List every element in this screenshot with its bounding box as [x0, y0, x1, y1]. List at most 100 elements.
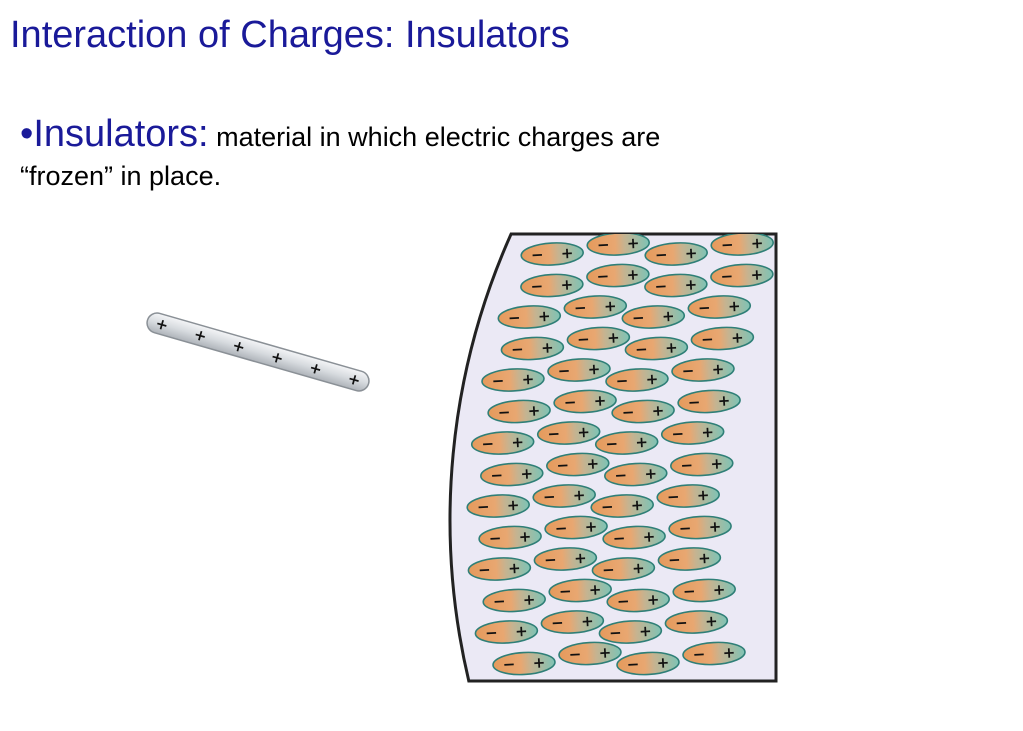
negative-charge-symbol: − [485, 623, 499, 642]
negative-charge-symbol: − [478, 560, 492, 579]
molecular-dipole-icon: −+ [500, 336, 565, 361]
positive-charge-symbol: + [696, 486, 710, 505]
positive-charge-symbol: + [581, 612, 595, 631]
molecular-dipole-icon: −+ [532, 484, 596, 508]
positive-charge-symbol: + [511, 433, 525, 452]
molecular-dipole-icon: −+ [690, 326, 755, 351]
positive-charge-symbol: + [731, 328, 745, 347]
positive-charge-symbol: + [626, 265, 640, 284]
molecular-dipole-icon: −+ [590, 494, 654, 518]
negative-charge-symbol: − [502, 655, 516, 674]
molecular-dipole-icon: −+ [710, 234, 774, 256]
negative-charge-symbol: − [530, 277, 544, 296]
negative-charge-symbol: − [602, 560, 616, 579]
negative-charge-symbol: − [481, 434, 495, 453]
positive-charge-symbol: + [572, 486, 586, 505]
positive-charge-symbol: + [642, 527, 656, 546]
negative-charge-symbol: − [616, 592, 630, 611]
negative-charge-symbol: − [632, 308, 646, 327]
negative-charge-symbol: − [596, 267, 610, 286]
negative-charge-symbol: − [720, 235, 734, 254]
positive-charge-symbol: + [639, 622, 653, 641]
rod-positive-charge: + [153, 314, 170, 335]
molecular-dipole-icon: −+ [544, 515, 608, 540]
positive-charge-symbol: + [593, 391, 607, 410]
negative-charge-symbol: − [682, 582, 696, 601]
bullet-definition-line2: “frozen” in place. [20, 160, 222, 191]
negative-charge-symbol: − [488, 529, 502, 548]
positive-charge-symbol: + [598, 643, 612, 662]
negative-charge-symbol: − [621, 403, 635, 422]
negative-charge-symbol: − [491, 371, 505, 390]
molecular-dipole-icon: −+ [553, 389, 617, 414]
positive-charge-symbol: + [712, 580, 726, 599]
positive-charge-symbol: + [521, 370, 535, 389]
positive-charge-symbol: + [607, 328, 621, 347]
rod-positive-charge: + [346, 369, 363, 390]
positive-charge-symbol: + [651, 401, 665, 420]
negative-charge-symbol: − [574, 298, 588, 317]
positive-charge-symbol: + [584, 517, 598, 536]
molecular-dipole-icon: −+ [672, 578, 736, 603]
molecular-dipole-icon: −+ [594, 431, 659, 455]
positive-charge-symbol: + [560, 244, 574, 263]
slide-title: Interaction of Charges: Insulators [10, 14, 570, 56]
negative-charge-symbol: − [687, 393, 701, 412]
molecular-dipole-icon: −+ [546, 452, 610, 477]
dipole-lattice: −+−+−+−+−+−+−+−+−+−+−+−+−+−+−+−+−+−+−+−+… [466, 234, 774, 676]
negative-charge-symbol: − [476, 497, 490, 516]
negative-charge-symbol: − [678, 519, 692, 538]
negative-charge-symbol: − [508, 308, 522, 327]
molecular-dipole-icon: −+ [533, 547, 598, 571]
molecular-dipole-icon: −+ [606, 588, 670, 613]
positive-charge-symbol: + [522, 590, 536, 609]
positive-charge-symbol: + [662, 307, 676, 326]
molecular-dipole-icon: −+ [558, 641, 622, 666]
positive-charge-symbol: + [656, 653, 670, 672]
negative-charge-symbol: − [668, 550, 682, 569]
molecular-dipole-icon: −+ [478, 525, 542, 550]
molecular-dipole-icon: −+ [710, 263, 774, 288]
molecular-dipole-icon: −+ [520, 242, 584, 266]
negative-charge-symbol: − [511, 340, 525, 359]
negative-charge-symbol: − [542, 487, 556, 506]
molecular-dipole-icon: −+ [677, 389, 741, 414]
rod-positive-charge: + [192, 325, 209, 346]
positive-charge-symbol: + [520, 464, 534, 483]
negative-charge-symbol: − [612, 529, 626, 548]
positive-charge-symbol: + [508, 559, 522, 578]
molecular-dipole-icon: −+ [548, 578, 612, 603]
positive-charge-symbol: + [750, 234, 764, 253]
negative-charge-symbol: − [675, 613, 689, 632]
molecular-dipole-icon: −+ [497, 305, 562, 329]
molecular-dipole-icon: −+ [482, 588, 546, 613]
molecular-dipole-icon: −+ [624, 336, 689, 361]
molecular-dipole-icon: −+ [591, 557, 656, 581]
molecular-dipole-icon: −+ [670, 452, 734, 477]
negative-charge-symbol: − [614, 466, 628, 485]
negative-charge-symbol: − [568, 645, 582, 664]
positive-charge-symbol: + [560, 275, 574, 294]
positive-charge-symbol: + [538, 307, 552, 326]
negative-charge-symbol: − [666, 487, 680, 506]
positive-charge-symbol: + [645, 370, 659, 389]
bullet-point: •Insulators: material in which electric … [20, 110, 820, 193]
positive-charge-symbol: + [708, 517, 722, 536]
molecular-dipole-icon: −+ [470, 431, 535, 455]
molecular-dipole-icon: −+ [598, 620, 663, 644]
molecular-dipole-icon: −+ [536, 421, 601, 445]
positive-charge-symbol: + [604, 297, 618, 316]
positive-charge-symbol: + [710, 454, 724, 473]
molecular-dipole-icon: −+ [586, 263, 650, 288]
negative-charge-symbol: − [492, 592, 506, 611]
molecular-dipole-icon: −+ [466, 494, 530, 518]
positive-charge-symbol: + [644, 464, 658, 483]
negative-charge-symbol: − [671, 424, 685, 443]
negative-charge-symbol: − [497, 403, 511, 422]
negative-charge-symbol: − [530, 245, 544, 264]
positive-charge-symbol: + [646, 590, 660, 609]
positive-charge-symbol: + [527, 401, 541, 420]
negative-charge-symbol: − [551, 613, 565, 632]
negative-charge-symbol: − [558, 582, 572, 601]
